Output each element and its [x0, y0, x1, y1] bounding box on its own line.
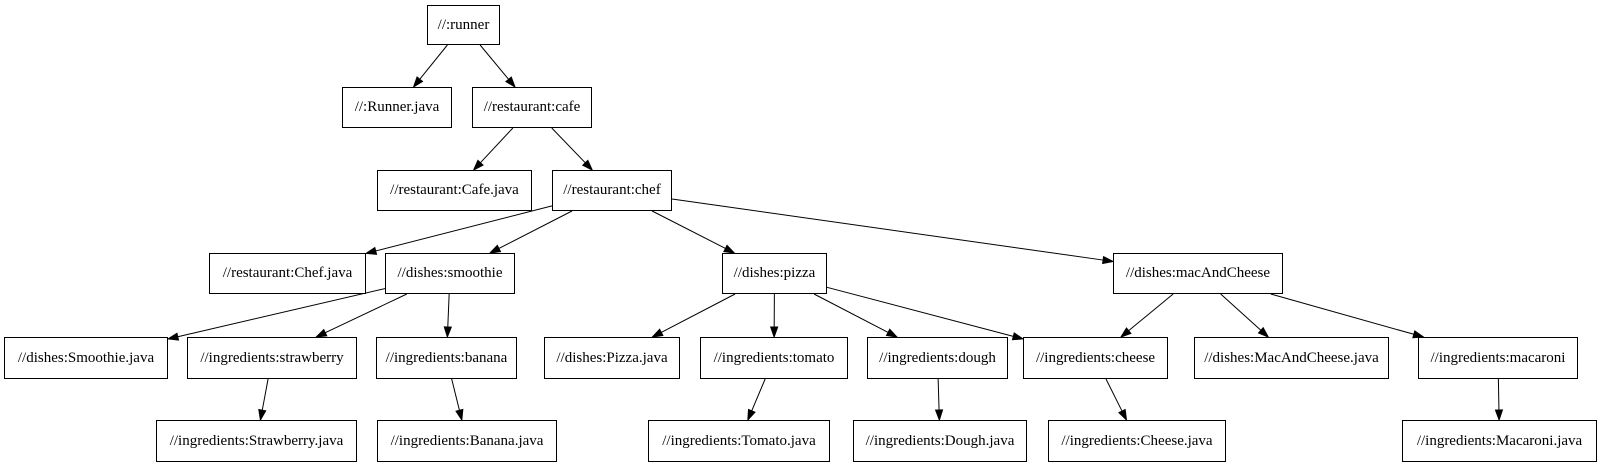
graph-node-banana: //ingredients:banana: [376, 337, 517, 379]
edge-cheese-to-cheese-java: [1105, 378, 1128, 422]
edge-tomato-to-tomato-java: [747, 378, 766, 422]
graph-node-tomato-java: //ingredients:Tomato.java: [648, 420, 830, 462]
arrowhead-icon: [1257, 326, 1270, 339]
graph-node-strawberry-java: //ingredients:Strawberry.java: [156, 420, 357, 462]
graph-node-label: //ingredients:Banana.java: [390, 432, 544, 449]
arrowhead-icon: [443, 326, 453, 339]
graph-node-cafe: //restaurant:cafe: [472, 87, 592, 128]
arrowhead-icon: [472, 159, 484, 172]
graph-node-mac-and-cheese-java: //dishes:MacAndCheese.java: [1194, 337, 1389, 379]
graph-node-label: //restaurant:chef: [563, 182, 661, 198]
graph-node-pizza-java: //dishes:Pizza.java: [544, 337, 680, 379]
edge-cafe-to-chef: [551, 127, 594, 172]
edge-smoothie-to-strawberry: [314, 293, 408, 338]
arrowhead-icon: [581, 159, 594, 172]
arrowhead-icon: [651, 328, 664, 338]
edge-macaroni-to-macaroni-java: [1494, 378, 1504, 422]
graph-node-label: //ingredients:dough: [879, 349, 996, 366]
graph-node-label: //ingredients:strawberry: [200, 349, 344, 366]
edge-pizza-to-tomato: [769, 293, 779, 339]
graph-node-smoothie-java: //dishes:Smoothie.java: [4, 337, 168, 379]
arrowhead-icon: [1118, 408, 1128, 422]
arrowhead-icon: [723, 244, 736, 254]
graph-node-label: //dishes:Pizza.java: [556, 349, 668, 366]
graph-node-label: //:runner: [437, 16, 490, 33]
edge-mac-and-cheese-to-macaroni: [1270, 293, 1425, 339]
arrowhead-icon: [505, 76, 516, 89]
edge-cafe-to-cafe-java: [472, 127, 514, 172]
graph-node-label: //dishes:macAndCheese: [1125, 265, 1271, 281]
graph-node-dough: //ingredients:dough: [867, 337, 1008, 379]
graph-node-label: //ingredients:cheese: [1035, 349, 1156, 366]
edge-runner-to-runner-java: [412, 44, 448, 89]
edge-chef-to-mac-and-cheese: [671, 198, 1115, 265]
arrowhead-icon: [769, 326, 779, 339]
arrowhead-icon: [166, 332, 180, 341]
graph-node-label: //ingredients:Dough.java: [865, 432, 1015, 449]
graph-node-strawberry: //ingredients:strawberry: [187, 337, 357, 379]
graph-node-label: //ingredients:Cheese.java: [1061, 432, 1213, 449]
arrowhead-icon: [1102, 255, 1115, 265]
graph-node-macaroni: //ingredients:macaroni: [1418, 337, 1578, 379]
graph-node-banana-java: //ingredients:Banana.java: [377, 420, 557, 462]
graph-node-smoothie: //dishes:smoothie: [385, 253, 515, 294]
edge-mac-and-cheese-to-mac-and-cheese-java: [1220, 293, 1270, 339]
graph-node-label: //ingredients:banana: [385, 349, 508, 366]
arrowhead-icon: [747, 408, 756, 422]
arrowhead-icon: [934, 409, 944, 422]
graph-node-label: //dishes:MacAndCheese.java: [1204, 349, 1379, 366]
graph-node-cheese: //ingredients:cheese: [1023, 337, 1168, 379]
graph-node-label: //ingredients:tomato: [713, 349, 835, 366]
arrowhead-icon: [455, 408, 464, 422]
graph-node-chef-java: //restaurant:Chef.java: [209, 253, 366, 294]
edge-chef-to-pizza: [651, 210, 736, 254]
edge-smoothie-to-banana: [443, 293, 453, 339]
graph-node-pizza: //dishes:pizza: [722, 253, 827, 294]
edge-smoothie-to-smoothie-java: [166, 288, 386, 341]
edge-chef-to-smoothie: [488, 210, 573, 254]
edge-chef-to-chef-java: [364, 205, 553, 255]
graph-node-label: //restaurant:cafe: [483, 99, 581, 115]
graph-node-runner: //:runner: [427, 5, 500, 45]
edge-mac-and-cheese-to-cheese: [1119, 293, 1174, 338]
graph-node-label: //ingredients:Strawberry.java: [169, 432, 344, 449]
graph-node-label: //restaurant:Chef.java: [222, 265, 353, 281]
graph-node-label: //dishes:pizza: [733, 265, 816, 281]
graph-node-cheese-java: //ingredients:Cheese.java: [1048, 420, 1226, 462]
graph-node-label: //:Runner.java: [354, 99, 440, 115]
arrowhead-icon: [1011, 332, 1025, 341]
edge-pizza-to-cheese: [826, 286, 1025, 341]
edge-pizza-to-pizza-java: [651, 293, 736, 338]
edge-pizza-to-dough: [813, 293, 899, 338]
arrowhead-icon: [1494, 409, 1504, 422]
arrowhead-icon: [412, 76, 424, 89]
graph-node-tomato: //ingredients:tomato: [700, 337, 848, 379]
edge-banana-to-banana-java: [451, 378, 464, 422]
graph-node-label: //restaurant:Cafe.java: [390, 182, 519, 198]
arrowhead-icon: [1119, 327, 1132, 338]
graph-node-label: //ingredients:Tomato.java: [662, 432, 816, 449]
graph-node-chef: //restaurant:chef: [552, 170, 672, 211]
arrowhead-icon: [258, 408, 267, 422]
graph-node-label: //dishes:smoothie: [397, 265, 503, 281]
arrowhead-icon: [364, 246, 378, 255]
graph-node-runner-java: //:Runner.java: [342, 87, 452, 128]
arrowhead-icon: [488, 244, 502, 254]
arrowhead-icon: [314, 328, 328, 338]
graph-node-macaroni-java: //ingredients:Macaroni.java: [1402, 420, 1597, 462]
edge-strawberry-to-strawberry-java: [258, 378, 269, 422]
edge-runner-to-cafe: [479, 44, 516, 89]
graph-node-dough-java: //ingredients:Dough.java: [853, 420, 1027, 462]
graph-node-label: //ingredients:Macaroni.java: [1416, 432, 1583, 449]
arrowhead-icon: [885, 328, 899, 338]
graph-node-label: //ingredients:macaroni: [1430, 349, 1566, 366]
graph-node-label: //dishes:Smoothie.java: [17, 349, 155, 366]
graph-node-mac-and-cheese: //dishes:macAndCheese: [1113, 253, 1283, 294]
graph-node-cafe-java: //restaurant:Cafe.java: [377, 170, 532, 211]
edge-dough-to-dough-java: [934, 378, 944, 422]
